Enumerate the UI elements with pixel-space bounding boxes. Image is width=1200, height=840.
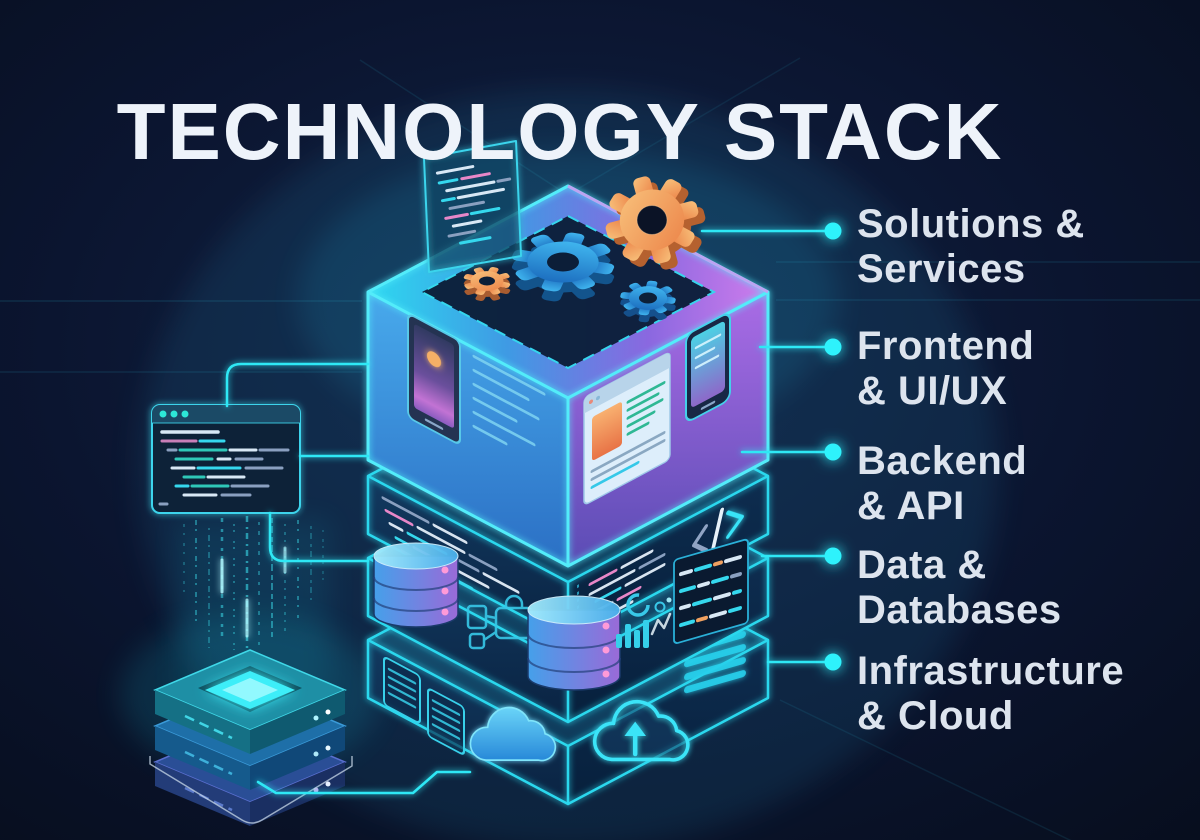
cloud-upload-icon <box>592 699 690 762</box>
code-window-icon <box>423 140 522 273</box>
terminal-code-lines <box>158 430 290 506</box>
phone-icon <box>685 313 731 422</box>
label-dot <box>824 443 842 461</box>
label-dot <box>824 547 842 565</box>
bar-chart-icon <box>616 612 672 648</box>
connector-terminal-bottom <box>268 511 370 563</box>
matrix-rain <box>183 516 324 652</box>
gears <box>456 165 716 326</box>
text-lines <box>472 354 546 447</box>
database-icon <box>373 542 459 628</box>
tablet-icon <box>407 314 461 444</box>
page-title: TECHNOLOGY STACK <box>116 86 1004 176</box>
layer-label-infrastructure: Infrastructure & Cloud <box>857 649 1125 738</box>
data-table-icon <box>673 538 749 644</box>
terminal-window <box>151 404 301 514</box>
label-dot <box>824 222 842 240</box>
server-rack-icon <box>383 656 465 755</box>
connector-server-stack <box>256 770 472 795</box>
layer-label-data: Data & Databases <box>857 543 1062 632</box>
label-dots <box>824 222 842 671</box>
background-grid-lines <box>0 57 1200 840</box>
browser-window-icon <box>583 352 671 505</box>
label-dot <box>824 338 842 356</box>
connector-lines <box>225 229 835 795</box>
layer-label-solutions: Solutions & Services <box>857 202 1085 291</box>
window-dots <box>159 410 189 418</box>
cube-right-face-content <box>583 313 731 505</box>
base-outline <box>149 756 353 824</box>
layer-data-content <box>373 538 749 691</box>
layer-label-frontend: Frontend & UI/UX <box>857 324 1035 413</box>
code-tag-icon <box>692 507 744 556</box>
layer-label-backend: Backend & API <box>857 439 1028 528</box>
label-dot <box>824 653 842 671</box>
donut-chart-icon <box>626 593 672 617</box>
connector-terminal-top <box>225 362 370 408</box>
cube-left-face-content <box>407 314 546 447</box>
database-icon <box>527 595 621 691</box>
server-stack-icon <box>149 649 353 826</box>
